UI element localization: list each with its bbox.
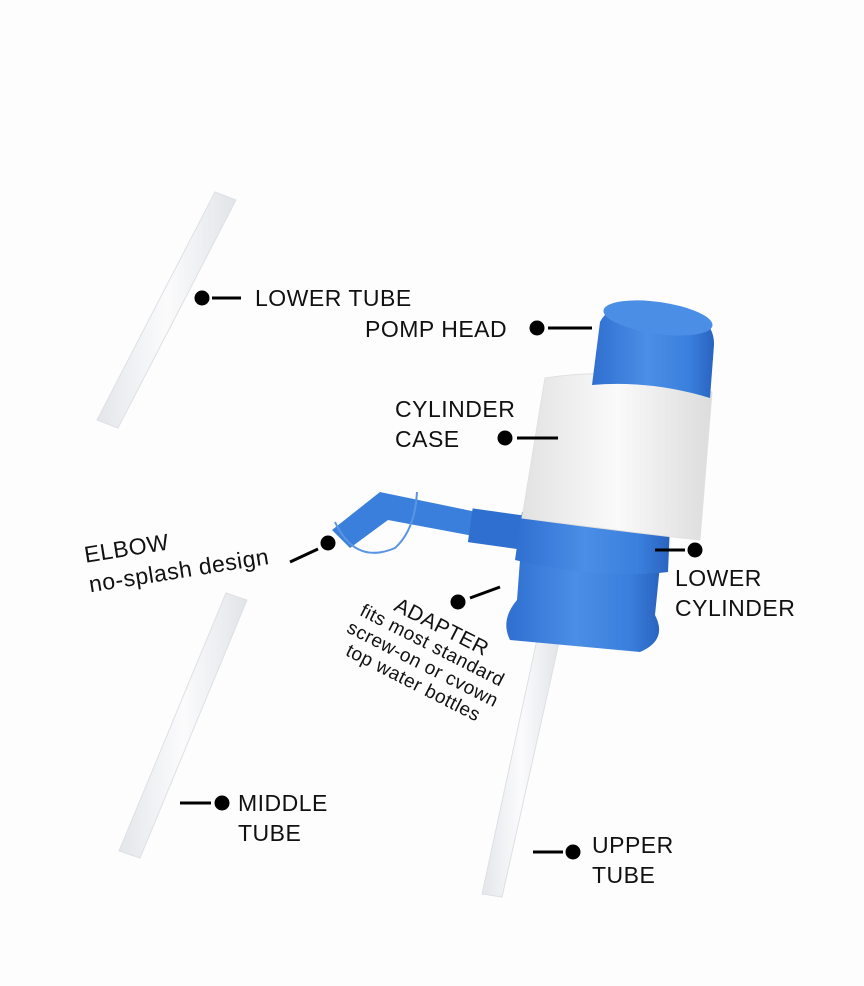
elbow-spout bbox=[332, 491, 528, 554]
label-line: CASE bbox=[395, 426, 460, 452]
label-lower-tube: LOWER TUBE bbox=[255, 285, 412, 311]
middle-tube bbox=[118, 592, 248, 859]
label-cylinder-case: CYLINDER CASE bbox=[395, 394, 515, 454]
label-line: TUBE bbox=[238, 820, 302, 846]
label-lower-cylinder: LOWER CYLINDER bbox=[675, 563, 795, 623]
adapter bbox=[506, 560, 660, 652]
label-line: CYLINDER bbox=[675, 595, 796, 621]
lower-tube bbox=[96, 191, 237, 429]
label-middle-tube: MIDDLE TUBE bbox=[238, 788, 328, 848]
pump-head bbox=[592, 300, 715, 398]
label-line: UPPER bbox=[592, 832, 674, 858]
leader-lines bbox=[180, 290, 703, 860]
label-pomp-head: POMP HEAD bbox=[365, 316, 508, 342]
cylinder-case bbox=[521, 373, 713, 541]
label-line: CYLINDER bbox=[395, 396, 516, 422]
label-line: LOWER bbox=[675, 565, 762, 591]
label-line: MIDDLE bbox=[238, 790, 328, 816]
label-line: TUBE bbox=[592, 862, 656, 888]
label-upper-tube: UPPER TUBE bbox=[592, 830, 674, 890]
